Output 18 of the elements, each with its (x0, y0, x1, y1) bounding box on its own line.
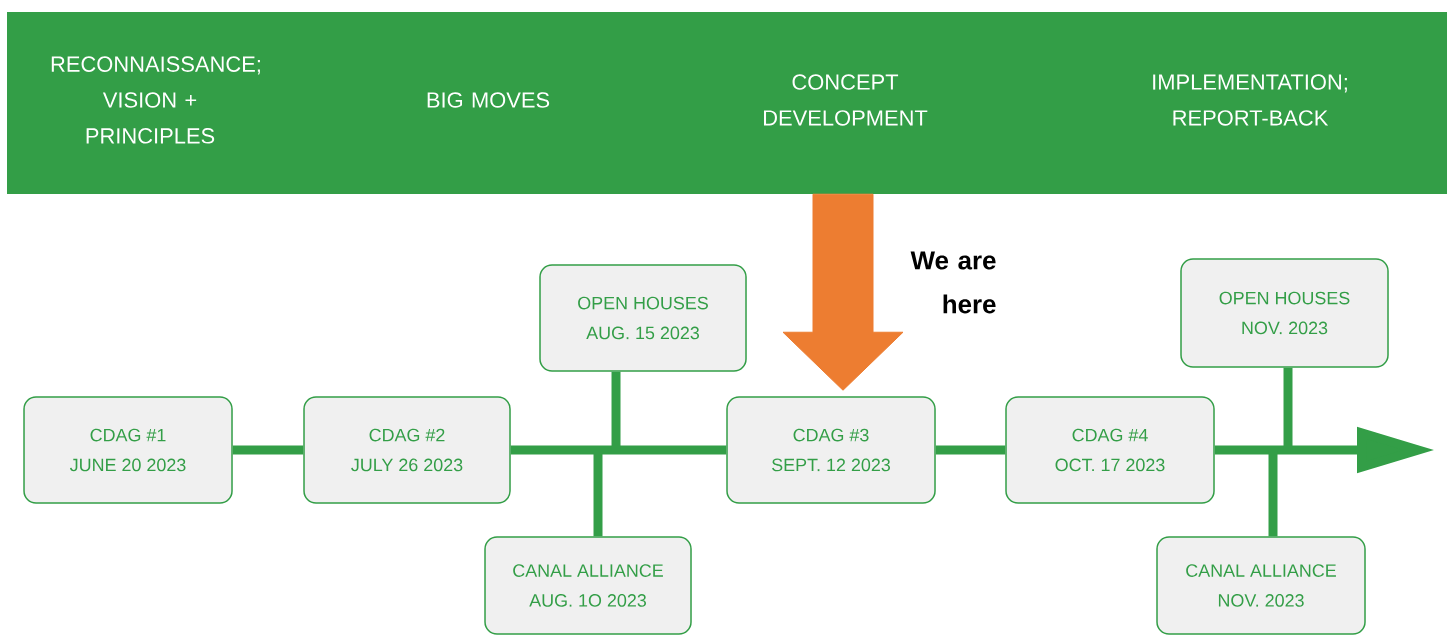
phase-label: IMPLEMENTATION; REPORT-BACK (1153, 74, 1347, 126)
milestone-box: OPEN HOUSES NOV. 2023 (1180, 258, 1389, 368)
connector-line (935, 445, 1006, 455)
phase-label: RECONNAISSANCE; VISION + PRINCIPLES (51, 56, 260, 144)
milestone-box: OPEN HOUSES AUG. 15 2023 (539, 264, 747, 372)
milestone-box: CDAG #3 SEPT. 12 2023 (726, 396, 936, 504)
milestone-box: CANAL ALLIANCE AUG. 1O 2023 (484, 536, 692, 635)
callout-text: We are here (910, 251, 996, 314)
milestone-box: CDAG #2 JULY 26 2023 (303, 396, 511, 504)
connector-line (510, 445, 727, 455)
phase-band (7, 12, 1447, 194)
connector-line (232, 445, 304, 455)
milestone-box: CANAL ALLIANCE NOV. 2023 (1156, 536, 1366, 635)
milestone-box: CDAG #4 OCT. 17 2023 (1005, 396, 1215, 504)
phase-label: CONCEPT DEVELOPMENT (764, 74, 928, 126)
block-arrow (782, 193, 904, 391)
phase-label: BIG MOVES (427, 92, 550, 108)
milestone-box: CDAG #1 JUNE 20 2023 (23, 396, 233, 504)
